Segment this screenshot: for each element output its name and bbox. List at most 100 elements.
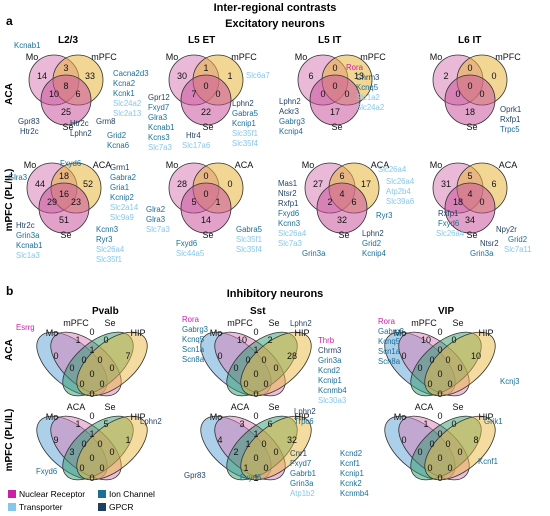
region-count: 0: [427, 463, 432, 473]
main-title: Inter-regional contrasts: [214, 2, 337, 14]
set-label: Se: [268, 402, 279, 412]
region-count: 0: [203, 189, 208, 199]
region-count: 22: [201, 107, 211, 117]
region-count: 32: [287, 435, 297, 445]
set-label: Mo: [46, 412, 59, 422]
gene-label: Slc17a6: [182, 141, 210, 150]
col-title-l23: L2/3: [58, 35, 78, 46]
gene-label: Slc24a2: [356, 103, 384, 112]
region-count: 0: [217, 351, 222, 361]
gene-label: Slc7a11: [504, 245, 532, 254]
set-label: Se: [104, 318, 115, 328]
gene-label: Glra3: [146, 215, 165, 224]
region-count: 0: [332, 63, 337, 73]
gene-label: Slc26a4: [386, 177, 415, 186]
gene-label: Cacna2d3: [113, 69, 149, 78]
region-count: 51: [59, 215, 69, 225]
set-label: ACA: [235, 160, 254, 170]
region-count: 0: [69, 363, 74, 373]
gene-label: Fxyd6: [60, 159, 81, 168]
region-count: 0: [429, 439, 434, 449]
gene-label: Kcna6: [107, 141, 129, 150]
region-count: 1: [89, 345, 94, 355]
gene-label: Gpr83: [184, 471, 206, 480]
region-count: 0: [320, 89, 325, 99]
gene-label: Kcnip1: [340, 469, 364, 478]
region-count: 31: [441, 179, 451, 189]
gene-label: Esrrg: [16, 323, 35, 332]
gene-label: Npy2r: [496, 225, 517, 234]
gene-label: Htr2c: [16, 221, 35, 230]
gene-label: Grid2: [107, 131, 126, 140]
region-count: 0: [109, 447, 114, 457]
gene-label: Slc30a3: [318, 396, 346, 405]
legend-label-gpcr: GPCR: [109, 502, 134, 512]
region-count: 33: [85, 71, 95, 81]
venn-circle-se: [38, 182, 90, 234]
region-count: 14: [201, 215, 211, 225]
region-count: 29: [47, 197, 57, 207]
legend-swatch-gpcr: [98, 503, 106, 511]
gene-label: Kcnf1: [340, 459, 360, 468]
region-count: 0: [53, 351, 58, 361]
region-count: 1: [75, 419, 80, 429]
region-count: 0: [445, 355, 450, 365]
set-label: ACA: [93, 160, 112, 170]
gene-label: Kcnip2: [110, 193, 134, 202]
region-count: 0: [447, 379, 452, 389]
panel-b-title: Inhibitory neurons: [227, 288, 324, 300]
venn-ellipse: [76, 331, 148, 397]
region-count: 0: [253, 453, 258, 463]
gene-label: Gabrb1: [290, 469, 316, 478]
region-count: 0: [215, 89, 220, 99]
static-labels: Inter-regional contrasts a Excitatory ne…: [4, 2, 481, 512]
gene-label: Scn1a: [378, 347, 401, 356]
region-count: 52: [83, 179, 93, 189]
region-count: 17: [361, 179, 371, 189]
col-title-l5et: L5 ET: [188, 35, 215, 46]
region-count: 0: [467, 81, 472, 91]
gene-label: Slc35f1: [96, 255, 122, 264]
gene-label: Rora: [346, 63, 364, 72]
gene-label: Slc35f1: [232, 129, 258, 138]
region-count: 1: [215, 197, 220, 207]
set-label: ACA: [231, 402, 250, 412]
gene-label: Slc26a4: [96, 245, 125, 254]
region-count: 7: [125, 351, 130, 361]
region-count: 0: [491, 71, 496, 81]
region-count: 0: [89, 369, 94, 379]
set-label: Mo: [166, 160, 179, 170]
region-count: 0: [243, 379, 248, 389]
gene-label: Kcnip4: [279, 127, 304, 136]
region-count: 6: [267, 419, 272, 429]
region-count: 2: [267, 335, 272, 345]
region-count: 0: [437, 411, 442, 421]
gene-label: Grid2: [508, 235, 527, 244]
gene-label: Slc7a3: [278, 239, 302, 248]
gene-label: Grin3a: [318, 356, 342, 365]
gene-label: Fxyd6: [36, 467, 57, 476]
region-count: 5: [103, 419, 108, 429]
region-count: 0: [401, 435, 406, 445]
gene-label: Grin3a: [290, 479, 314, 488]
set-label: Mo: [302, 160, 315, 170]
gene-label: Kcnk2: [340, 479, 362, 488]
region-count: 0: [261, 355, 266, 365]
set-label: Se: [466, 122, 477, 132]
region-count: 18: [465, 107, 475, 117]
venn-circle-se: [444, 74, 496, 126]
gene-label: Slc26a4: [436, 229, 465, 238]
region-count: 0: [109, 363, 114, 373]
gene-label: Htr4: [186, 131, 201, 140]
gene-label: Kcnab1: [14, 41, 40, 50]
region-count: 18: [59, 171, 69, 181]
gene-label: Glra2: [146, 205, 165, 214]
region-count: 0: [89, 389, 94, 399]
region-count: 14: [37, 71, 47, 81]
region-count: 1: [203, 63, 208, 73]
region-count: 0: [79, 379, 84, 389]
gene-label: Slc35f4: [236, 245, 263, 254]
region-count: 0: [457, 447, 462, 457]
gene-label: Kcnab1: [148, 123, 174, 132]
